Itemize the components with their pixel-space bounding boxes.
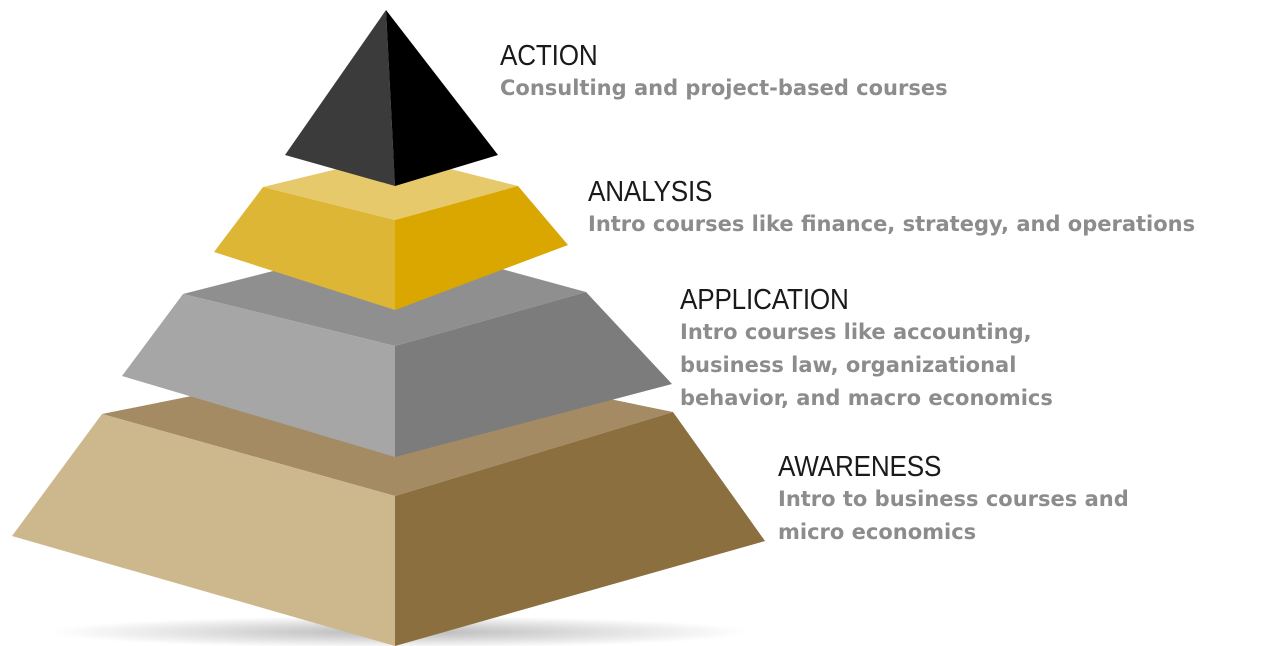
tier-analysis-top-face	[263, 155, 518, 220]
tier-awareness-left-face	[12, 414, 395, 646]
level-application-description: Intro courses like accounting, business …	[680, 320, 1053, 410]
level-awareness-title: AWARENESS	[778, 451, 942, 483]
level-awareness-description: Intro to business courses and micro econ…	[778, 487, 1129, 544]
level-application-label: APPLICATION Intro courses like accountin…	[680, 284, 1080, 415]
level-analysis-label: ANALYSIS Intro courses like finance, str…	[588, 176, 1283, 241]
tier-analysis-left-face	[214, 187, 395, 310]
level-action-title: ACTION	[500, 40, 598, 72]
tier-action	[285, 10, 498, 186]
tier-application-right-face	[395, 292, 672, 457]
tier-action-right-face	[386, 10, 498, 186]
tier-action-left-face	[285, 10, 395, 186]
level-action-label: ACTION Consulting and project-based cour…	[500, 40, 1280, 105]
level-analysis-title: ANALYSIS	[588, 176, 713, 208]
level-action-description: Consulting and project-based courses	[500, 76, 948, 100]
tier-application-left-face	[122, 294, 395, 457]
level-awareness-label: AWARENESS Intro to business courses and …	[778, 451, 1138, 549]
tier-awareness-right-face	[395, 412, 765, 646]
tier-analysis	[214, 155, 568, 310]
tier-analysis-right-face	[395, 186, 568, 310]
level-application-title: APPLICATION	[680, 284, 849, 316]
level-analysis-description: Intro courses like finance, strategy, an…	[588, 212, 1196, 236]
